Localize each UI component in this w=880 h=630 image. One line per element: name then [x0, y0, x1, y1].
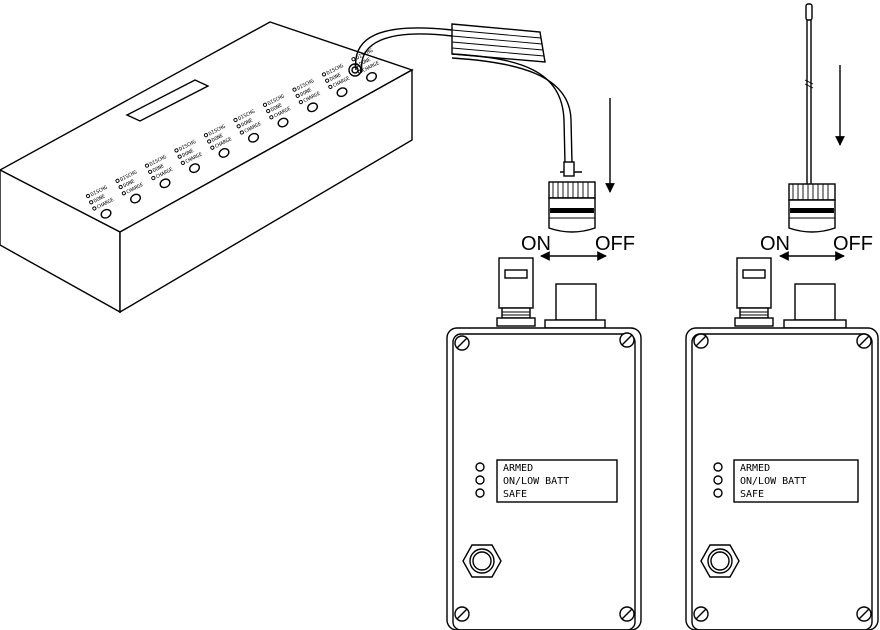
switch-on-label: ON	[760, 233, 790, 255]
plug-right	[789, 184, 835, 232]
screw	[694, 334, 708, 348]
status-panel: ARMED ON/LOW BATT SAFE	[714, 460, 858, 502]
status-safe: SAFE	[740, 489, 764, 500]
screw	[455, 336, 469, 350]
arming-switch	[735, 258, 773, 326]
plug-socket	[545, 284, 605, 328]
screw	[620, 607, 634, 621]
cable-gland	[463, 545, 501, 577]
switch-on-label: ON	[521, 233, 551, 255]
charging-console: DISCHGDONECHARGEDISCHGDONECHARGEDISCHGDO…	[0, 22, 412, 312]
field-unit-left: ON OFF ARMED	[447, 233, 641, 630]
status-panel: ARMED ON/LOW BATT SAFE	[476, 460, 617, 502]
status-on-low-batt: ON/LOW BATT	[503, 476, 569, 487]
status-safe: SAFE	[503, 489, 527, 500]
cable-gland	[701, 545, 739, 577]
screw	[620, 333, 634, 347]
field-unit-right: ON OFF ARMED ON/LOW BATT SAFE	[686, 233, 878, 630]
status-armed: ARMED	[740, 463, 770, 474]
plug-socket	[784, 284, 846, 328]
status-on-low-batt: ON/LOW BATT	[740, 476, 806, 487]
switch-off-label: OFF	[595, 233, 635, 255]
screw	[694, 607, 708, 621]
screw	[455, 607, 469, 621]
switch-off-label: OFF	[833, 233, 873, 255]
arming-switch	[497, 258, 535, 326]
screw	[857, 334, 871, 348]
status-armed: ARMED	[503, 463, 533, 474]
antenna-assembly	[805, 4, 813, 184]
plug-left	[549, 182, 595, 232]
screw	[857, 607, 871, 621]
